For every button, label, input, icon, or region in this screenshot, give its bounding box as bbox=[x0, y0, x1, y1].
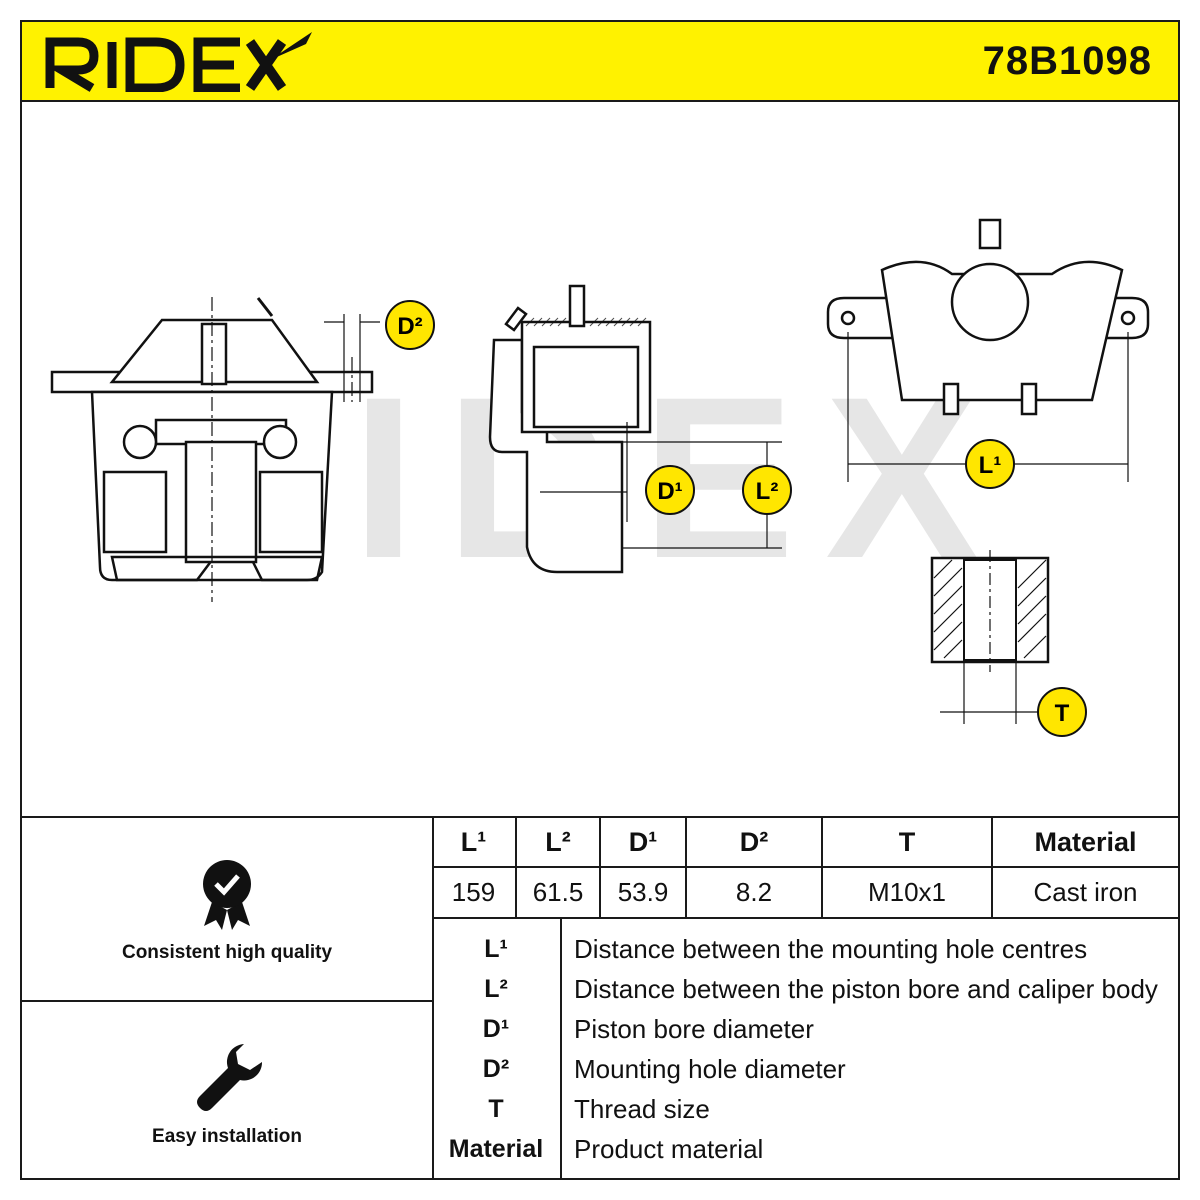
feature-installation-label: Easy installation bbox=[152, 1126, 302, 1147]
dimension-table: L¹ L² D¹ D² T Material 159 61.5 53.9 8.2… bbox=[432, 818, 1178, 919]
drawing-canvas: RIDEX bbox=[50, 218, 1150, 737]
callout-l2-label: L² bbox=[756, 478, 779, 505]
legend-key: D² bbox=[482, 1055, 510, 1083]
feature-quality-label: Consistent high quality bbox=[121, 942, 333, 963]
callout-l2: L² bbox=[742, 465, 792, 515]
value-t: M10x1 bbox=[822, 867, 993, 919]
legend-row: D² Mounting hole diameter bbox=[432, 1049, 1178, 1089]
caliper-front-view bbox=[50, 297, 374, 582]
spec-panel: L¹ L² D¹ D² T Material 159 61.5 53.9 8.2… bbox=[432, 818, 1178, 1180]
value-d2: 8.2 bbox=[686, 867, 823, 919]
header-material: Material bbox=[992, 818, 1178, 868]
part-number: 78B1098 bbox=[982, 39, 1152, 83]
callout-l1: L¹ bbox=[965, 439, 1015, 489]
feature-panel: Consistent high quality Easy installatio… bbox=[22, 818, 434, 1180]
header-l1: L¹ bbox=[432, 818, 517, 868]
legend-key: L² bbox=[484, 975, 508, 1003]
legend-description: Thread size bbox=[574, 1094, 710, 1124]
legend-table: L¹ Distance between the mounting hole ce… bbox=[432, 917, 1178, 1180]
value-d1: 53.9 bbox=[600, 867, 687, 919]
header-t: T bbox=[822, 818, 993, 868]
legend-divider bbox=[560, 917, 562, 1180]
callout-d2-label: D² bbox=[397, 313, 422, 340]
dimension-value-row: 159 61.5 53.9 8.2 M10x1 Cast iron bbox=[432, 867, 1178, 919]
legend-row: D¹ Piston bore diameter bbox=[432, 1009, 1178, 1049]
technical-drawing: RIDEX bbox=[22, 102, 1178, 816]
product-sheet: 78B1098 RIDEX bbox=[20, 20, 1180, 1180]
legend-row: T Thread size bbox=[432, 1089, 1178, 1129]
info-section: Consistent high quality Easy installatio… bbox=[22, 816, 1178, 1180]
header-l2: L² bbox=[516, 818, 601, 868]
legend-key: D¹ bbox=[482, 1015, 510, 1043]
legend-key: T bbox=[488, 1095, 504, 1123]
legend-row: Material Product material bbox=[432, 1129, 1178, 1169]
callout-t: T bbox=[1037, 687, 1087, 737]
legend-description: Piston bore diameter bbox=[574, 1014, 814, 1044]
dimension-header-row: L¹ L² D¹ D² T Material bbox=[432, 818, 1178, 868]
brand-logo bbox=[45, 32, 312, 92]
legend-description: Distance between the piston bore and cal… bbox=[574, 974, 1158, 1004]
callout-t-label: T bbox=[1055, 700, 1070, 727]
quality-badge-icon bbox=[203, 860, 251, 930]
value-material: Cast iron bbox=[992, 867, 1178, 919]
legend-key: L¹ bbox=[484, 935, 508, 963]
legend-row: L² Distance between the piston bore and … bbox=[432, 969, 1178, 1009]
thread-section-view bbox=[930, 550, 1050, 724]
wrench-icon bbox=[197, 1044, 262, 1111]
header-d1: D¹ bbox=[600, 818, 687, 868]
caliper-side-view bbox=[488, 284, 652, 574]
callout-l1-label: L¹ bbox=[979, 452, 1002, 479]
value-l1: 159 bbox=[432, 867, 517, 919]
feature-quality: Consistent high quality bbox=[22, 818, 432, 998]
legend-row: L¹ Distance between the mounting hole ce… bbox=[432, 929, 1178, 969]
callout-d2: D² bbox=[385, 300, 435, 350]
legend-key: Material bbox=[448, 1135, 544, 1163]
callout-d1-label: D¹ bbox=[657, 478, 682, 505]
legend-description: Mounting hole diameter bbox=[574, 1054, 846, 1084]
feature-installation: Easy installation bbox=[22, 1000, 432, 1182]
header-d2: D² bbox=[686, 818, 823, 868]
value-l2: 61.5 bbox=[516, 867, 601, 919]
header-bar: 78B1098 bbox=[22, 22, 1178, 102]
legend-description: Distance between the mounting hole centr… bbox=[574, 934, 1088, 964]
caliper-top-view bbox=[826, 218, 1150, 416]
callout-d1: D¹ bbox=[645, 465, 695, 515]
legend-description: Product material bbox=[574, 1134, 764, 1164]
